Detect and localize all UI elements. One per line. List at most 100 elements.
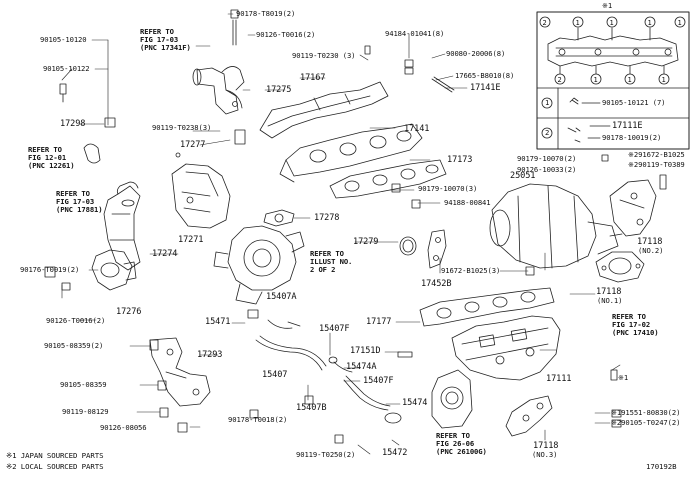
refer-fig-17-02[interactable]: REFER TO FIG 17-02 (PNC 17410): [612, 313, 659, 337]
part-90105-08359-b[interactable]: 90105-08359: [60, 380, 107, 389]
stud-bolts: [44, 9, 667, 444]
ref-line: FIG 12-01: [28, 153, 67, 162]
part-90176-T0019[interactable]: 90176-T0019(2): [20, 265, 80, 274]
part-17111[interactable]: 17111: [546, 374, 572, 384]
part-15407B[interactable]: 15407B: [296, 403, 327, 413]
inset-row2-circle: 2: [545, 128, 550, 137]
inset-row1-circle: 1: [545, 98, 550, 107]
part-17173[interactable]: 17173: [447, 155, 473, 165]
part-90105-08359-a[interactable]: 90105-08359(2): [44, 341, 104, 350]
part-90119-T0230[interactable]: 90119-T0230 (3): [292, 51, 356, 60]
part-17167[interactable]: 17167: [300, 73, 326, 83]
part-90126-10033[interactable]: 90126-10033(2): [517, 165, 577, 174]
part-90126-08056[interactable]: 90126-08056: [100, 423, 147, 432]
part-15474A[interactable]: 15474A: [346, 362, 377, 372]
inset-circle-numbers: 2 1 1 1 1 2 1 1 1: [543, 19, 682, 84]
part-17298[interactable]: 17298: [60, 119, 86, 129]
part-90105-T0247[interactable]: ※290105-T0247(2): [611, 418, 681, 427]
heat-shield-17271: [171, 163, 231, 229]
part-17271[interactable]: 17271: [178, 235, 204, 245]
exhaust-manifold-17141: [279, 123, 423, 183]
part-17276[interactable]: 17276: [116, 307, 142, 317]
converter-25051: [489, 183, 623, 269]
inset-row2-part-a[interactable]: 17111E: [612, 121, 643, 131]
pipe-17276: [91, 249, 137, 291]
part-90119-T0389[interactable]: ※290119-T0389: [628, 160, 685, 169]
part-91672-B1025-b[interactable]: 91672-B1025(3): [441, 266, 501, 275]
part-17277[interactable]: 17277: [180, 140, 206, 150]
inset-num: 1: [662, 76, 666, 84]
part-17278[interactable]: 17278: [314, 213, 340, 223]
part-90080-20006[interactable]: 90080-20006(8): [446, 49, 506, 58]
part-15407[interactable]: 15407: [262, 370, 288, 380]
part-15474[interactable]: 15474: [402, 398, 428, 408]
ref-line: REFER TO: [436, 431, 470, 440]
inset-num: 1: [628, 76, 632, 84]
part-15407F-a[interactable]: 15407F: [319, 324, 350, 334]
oil-pipe-15474: [343, 375, 402, 424]
gasket-17173: [329, 159, 447, 199]
inset-row2-part-b[interactable]: 90178-10019(2): [602, 133, 662, 142]
heat-insulator-17167: [259, 81, 389, 139]
refer-illust-2-of-2[interactable]: REFER TO ILLUST NO. 2 OF 2: [310, 250, 352, 274]
part-17274[interactable]: 17274: [152, 249, 178, 259]
part-90119-T0250[interactable]: 90119-T0250(2): [296, 450, 356, 459]
part-90126-T0016[interactable]: 90126-T0016(2): [256, 30, 316, 39]
inset-row1-part[interactable]: 90105-10121 (7): [602, 98, 666, 107]
part-90179-10070-b[interactable]: 90179-10070(3): [418, 184, 478, 193]
refer-fig-17-03-b[interactable]: REFER TO FIG 17-03 (PNC 17881): [56, 190, 103, 214]
inset-num: 1: [576, 19, 580, 27]
part-17279[interactable]: 17279: [353, 237, 379, 247]
bracket-17293: [149, 337, 211, 407]
part-91551-80830[interactable]: ※191551-80830(2): [611, 408, 681, 417]
part-15471[interactable]: 15471: [205, 317, 231, 327]
part-90105-10120[interactable]: 90105-10120: [40, 35, 87, 44]
part-17118-c[interactable]: 17118: [533, 441, 559, 451]
part-90178-T8019[interactable]: 90178-T8019(2): [236, 9, 296, 18]
part-17118-c-no: (NO.3): [532, 450, 558, 459]
refer-fig-26-06[interactable]: REFER TO FIG 26-06 (PNC 26100G): [436, 432, 487, 456]
ref-line: REFER TO: [140, 27, 174, 36]
inset-num: 2: [558, 76, 562, 84]
ref-line: FIG 26-06: [436, 439, 475, 448]
part-17118-a[interactable]: 17118: [637, 237, 663, 247]
part-17275[interactable]: 17275: [266, 85, 292, 95]
part-15407F-b[interactable]: 15407F: [363, 376, 394, 386]
ref-line: (PNC 12261): [28, 161, 75, 170]
hose-15474A: [328, 356, 353, 373]
refer-fig-17-03-a[interactable]: REFER TO FIG 17-03 (PNC 17341F): [140, 28, 191, 52]
part-17141E[interactable]: 17141E: [470, 83, 501, 93]
part-90178-T0018[interactable]: 90178-T0018(2): [228, 415, 288, 424]
part-91672-B1025-a[interactable]: ※291672-B1025: [628, 150, 685, 159]
ref-line: (PNC 17410): [612, 328, 659, 337]
part-25051[interactable]: 25051: [510, 171, 536, 181]
part-17151D[interactable]: 17151D: [350, 346, 381, 356]
intake-manifold-17111: [451, 315, 561, 381]
hose-refer-fig12: [83, 143, 101, 164]
part-90119-08129[interactable]: 90119-08129: [62, 407, 109, 416]
inset-num: 1: [678, 19, 682, 27]
part-17118-a-no: (NO.2): [638, 246, 664, 255]
part-90105-10122[interactable]: 90105-10122: [43, 64, 90, 73]
gasket-17278: [263, 209, 295, 227]
part-17177[interactable]: 17177: [366, 317, 392, 327]
part-17118-b-no: (NO.1): [597, 296, 623, 305]
part-90119-T0238[interactable]: 90119-T0238(3): [152, 123, 212, 132]
inset-num: 1: [594, 76, 598, 84]
part-90179-10070-a[interactable]: 90179-10070(2): [517, 154, 577, 163]
part-17293[interactable]: 17293: [197, 350, 223, 360]
part-17452B[interactable]: 17452B: [421, 279, 452, 289]
part-90126-T0016-b[interactable]: 90126-T0016(2): [46, 316, 106, 325]
part-17141[interactable]: 17141: [404, 124, 430, 134]
part-17665-B8010[interactable]: 17665-B8010(8): [455, 71, 515, 80]
gasket-17177: [419, 287, 555, 327]
part-94188-00841[interactable]: 94188-00841: [444, 198, 491, 207]
part-15407A[interactable]: 15407A: [266, 292, 297, 302]
inset-num: 2: [543, 19, 547, 27]
bracket-17118-no3: [505, 395, 553, 437]
refer-fig-12-01[interactable]: REFER TO FIG 12-01 (PNC 12261): [28, 146, 75, 170]
part-17118-b[interactable]: 17118: [596, 287, 622, 297]
part-15472[interactable]: 15472: [382, 448, 408, 458]
bracket-17118-no2: [609, 179, 657, 237]
part-94184-01041[interactable]: 94184-01041(8): [385, 29, 445, 38]
